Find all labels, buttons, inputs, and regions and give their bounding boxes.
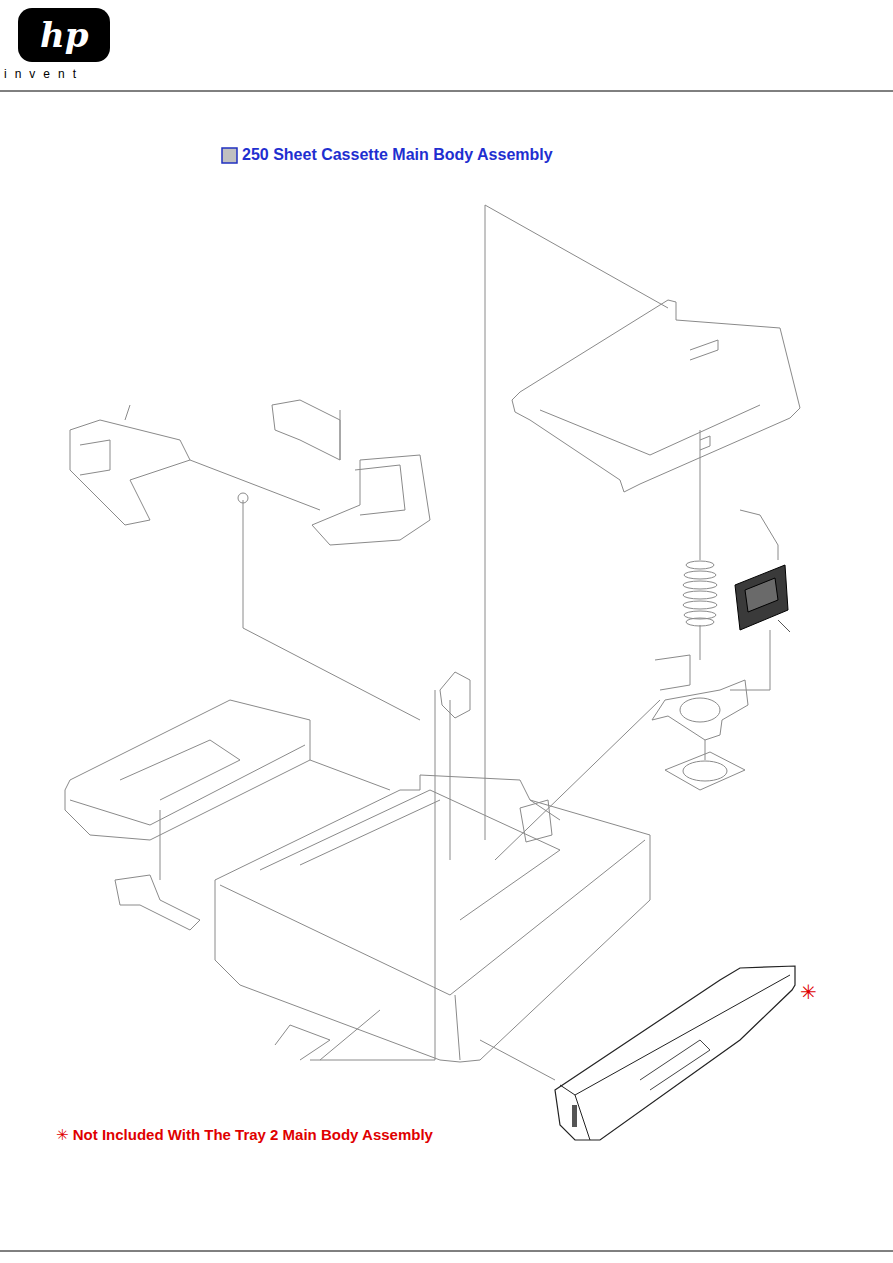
lift-plate — [690, 340, 718, 360]
header-rule — [0, 91, 893, 92]
gear-plate — [683, 761, 727, 781]
leader-line — [530, 800, 560, 820]
tray-extension — [65, 700, 310, 840]
side-guide — [355, 465, 405, 515]
illustration-part — [640, 1040, 710, 1090]
leader-line — [320, 1010, 380, 1060]
leader-line — [243, 500, 420, 720]
leader-line — [190, 460, 320, 510]
illustration-part — [575, 975, 790, 1095]
cassette-body — [520, 800, 552, 842]
lift-plate — [540, 405, 760, 455]
leader-line — [450, 700, 451, 860]
leader-line — [310, 690, 435, 1060]
illustration-part — [572, 1105, 577, 1127]
illustration-part — [683, 601, 717, 609]
tray-extension — [70, 745, 305, 825]
leader-line — [480, 1040, 555, 1080]
illustration-part — [686, 618, 714, 626]
latch — [440, 672, 470, 718]
tray-extension — [120, 740, 240, 800]
gear-bracket — [680, 698, 720, 722]
leader-line — [485, 205, 486, 840]
cassette-body — [455, 995, 460, 1060]
illustration-part — [684, 571, 716, 579]
logo-tagline: invent — [4, 67, 84, 81]
lift-plate — [700, 436, 710, 450]
illustration-part — [686, 561, 714, 569]
frame-edge — [740, 510, 778, 560]
side-guide — [70, 420, 190, 525]
logo-text: hp — [40, 15, 89, 55]
illustration-part — [560, 1085, 590, 1140]
end-guide — [115, 875, 200, 930]
leader-line — [700, 625, 701, 660]
spring-holder — [735, 565, 790, 632]
logo-badge — [18, 8, 110, 62]
illustration-part — [735, 565, 788, 630]
lift-plate — [512, 300, 800, 492]
side-guide — [80, 440, 110, 475]
leader-line — [730, 630, 770, 690]
cassette-body — [220, 840, 645, 995]
title-icon — [222, 148, 237, 163]
leader-line — [485, 205, 668, 308]
leader-line — [705, 740, 706, 760]
side-guide — [312, 455, 430, 545]
roller — [238, 493, 248, 503]
exclusion-note: ✳ Not Included With The Tray 2 Main Body… — [56, 1126, 433, 1144]
illustration-part — [683, 591, 717, 599]
side-guide — [125, 405, 130, 420]
footer-rule — [0, 1251, 893, 1252]
front-cover — [555, 966, 795, 1140]
part-outlines — [65, 205, 800, 1080]
leader-line — [310, 760, 390, 790]
cassette-body — [300, 800, 440, 865]
guide-tab — [272, 400, 340, 460]
spring — [683, 561, 717, 626]
diagram-title: 250 Sheet Cassette Main Body Assembly — [242, 146, 553, 164]
illustration-part — [555, 966, 795, 1140]
gear-plate — [665, 752, 745, 790]
cassette-body — [215, 775, 650, 1062]
illustration-part — [683, 581, 717, 589]
gear-bracket — [655, 655, 690, 690]
cassette-body — [260, 790, 560, 920]
illustration-part — [778, 620, 790, 632]
exclusion-marker: ✳ — [800, 980, 817, 1004]
illustration-part — [745, 578, 778, 612]
pickup-arm — [275, 1025, 330, 1060]
